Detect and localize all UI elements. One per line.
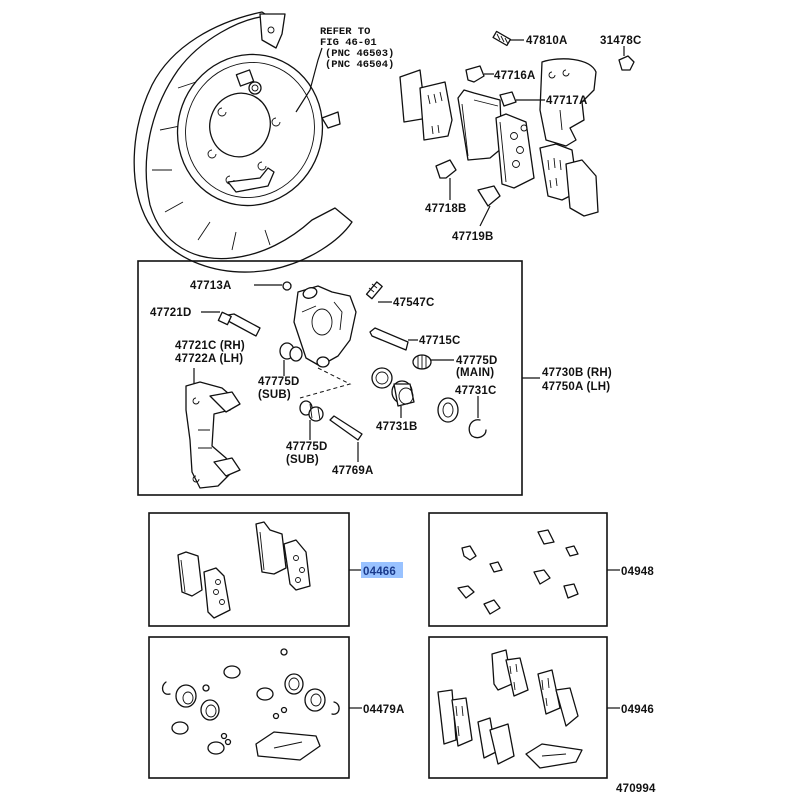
guide-pin-47715C[interactable]	[369, 327, 409, 351]
label-sub-note-upper: (SUB)	[258, 389, 291, 401]
selection-highlight	[361, 562, 403, 578]
cylinder-slide-bushing-boot-sub-upper[interactable]	[279, 342, 303, 362]
cylinder-slide-bushing-boot-sub-lower[interactable]	[299, 400, 324, 422]
seal-kit-drawing[interactable]	[161, 648, 340, 761]
pad-shim-group-top	[399, 30, 635, 227]
caliper-part-labels: 47713A 47547C 47721D 47715C 47721C (RH) …	[150, 280, 497, 477]
set-ring[interactable]	[468, 419, 487, 439]
pad-support-plate-47719B[interactable]	[477, 185, 501, 207]
shim-kit-2-drawing[interactable]	[437, 649, 583, 769]
cap-31478C[interactable]	[618, 55, 635, 71]
pad-support-plate-47718B[interactable]	[435, 159, 457, 179]
top-part-labels: 47810A 31478C 47716A 47717A 47718B 47719…	[425, 35, 641, 243]
pad-kit-drawing[interactable]	[177, 521, 311, 619]
label-04479A[interactable]: 04479A	[363, 704, 404, 716]
cylinder-slide-bushing-boot-main[interactable]	[412, 354, 432, 370]
label-47717A[interactable]: 47717A	[546, 95, 587, 107]
reference-note-line2[interactable]: FIG 46-01	[320, 37, 377, 49]
label-47713A[interactable]: 47713A	[190, 280, 231, 292]
label-47716A[interactable]: 47716A	[494, 70, 535, 82]
piston-seal[interactable]	[371, 367, 393, 389]
anti-squeal-shim-inner[interactable]	[419, 81, 453, 141]
label-31478C[interactable]: 31478C	[600, 35, 641, 47]
label-47715C[interactable]: 47715C	[419, 335, 460, 347]
caliper-bolt-47721D[interactable]	[217, 311, 261, 337]
label-47731B[interactable]: 47731B	[376, 421, 417, 433]
label-47730B-rh[interactable]: 47730B (RH)	[542, 367, 612, 379]
caliper-parts	[185, 281, 487, 489]
reference-note-line4[interactable]: (PNC 46504)	[325, 59, 394, 71]
label-47719B[interactable]: 47719B	[452, 231, 493, 243]
reference-note-line1: REFER TO	[320, 26, 370, 38]
label-47721C-rh[interactable]: 47721C (RH)	[175, 340, 245, 352]
reference-note: REFER TO FIG 46-01 (PNC 46503) (PNC 4650…	[320, 26, 394, 71]
dust-cover-backing-plate[interactable]	[133, 11, 353, 273]
piston-47731B[interactable]	[391, 380, 415, 407]
label-47718B[interactable]: 47718B	[425, 203, 466, 215]
brake-pad-inner[interactable]	[495, 113, 535, 189]
guide-pin-47769A[interactable]	[329, 415, 363, 441]
shim-kit-box	[428, 512, 608, 627]
pad-kit-label-highlighted[interactable]: 04466	[361, 562, 403, 578]
label-main-note: (MAIN)	[456, 367, 494, 379]
caliper-bracket-top[interactable]	[539, 58, 597, 147]
pad-wear-indicator-47716A[interactable]	[465, 65, 485, 83]
bolt-47810A[interactable]	[492, 30, 512, 47]
label-47722A-lh[interactable]: 47722A (LH)	[175, 353, 243, 365]
label-47775D-sub-upper[interactable]: 47775D	[258, 376, 299, 388]
pad-wear-indicator-47717A[interactable]	[499, 91, 517, 107]
disc-brake-cylinder-mounting[interactable]	[185, 381, 241, 489]
label-04466[interactable]: 04466	[363, 566, 396, 578]
label-47547C[interactable]: 47547C	[393, 297, 434, 309]
label-47750A-lh[interactable]: 47750A (LH)	[542, 381, 610, 393]
label-sub-note-lower: (SUB)	[286, 454, 319, 466]
label-04946[interactable]: 04946	[621, 704, 654, 716]
label-47769A[interactable]: 47769A	[332, 465, 373, 477]
cylinder-boot-47731C[interactable]	[437, 397, 459, 423]
label-47775D-sub-lower[interactable]: 47775D	[286, 441, 327, 453]
reference-note-line3[interactable]: (PNC 46503)	[325, 48, 394, 60]
bleeder-plug-cap-47713A[interactable]	[282, 281, 292, 291]
label-47810A[interactable]: 47810A	[526, 35, 567, 47]
label-47731C[interactable]: 47731C	[455, 385, 496, 397]
figure-number: 470994	[616, 783, 656, 795]
shim-back-2[interactable]	[565, 159, 599, 217]
label-47721D[interactable]: 47721D	[150, 307, 191, 319]
caliper-cylinder-body[interactable]	[293, 285, 357, 368]
label-04948[interactable]: 04948	[621, 566, 654, 578]
label-47775D-main[interactable]: 47775D	[456, 355, 497, 367]
shim-kit-drawing[interactable]	[457, 529, 579, 615]
bleeder-plug-47547C[interactable]	[365, 281, 383, 300]
